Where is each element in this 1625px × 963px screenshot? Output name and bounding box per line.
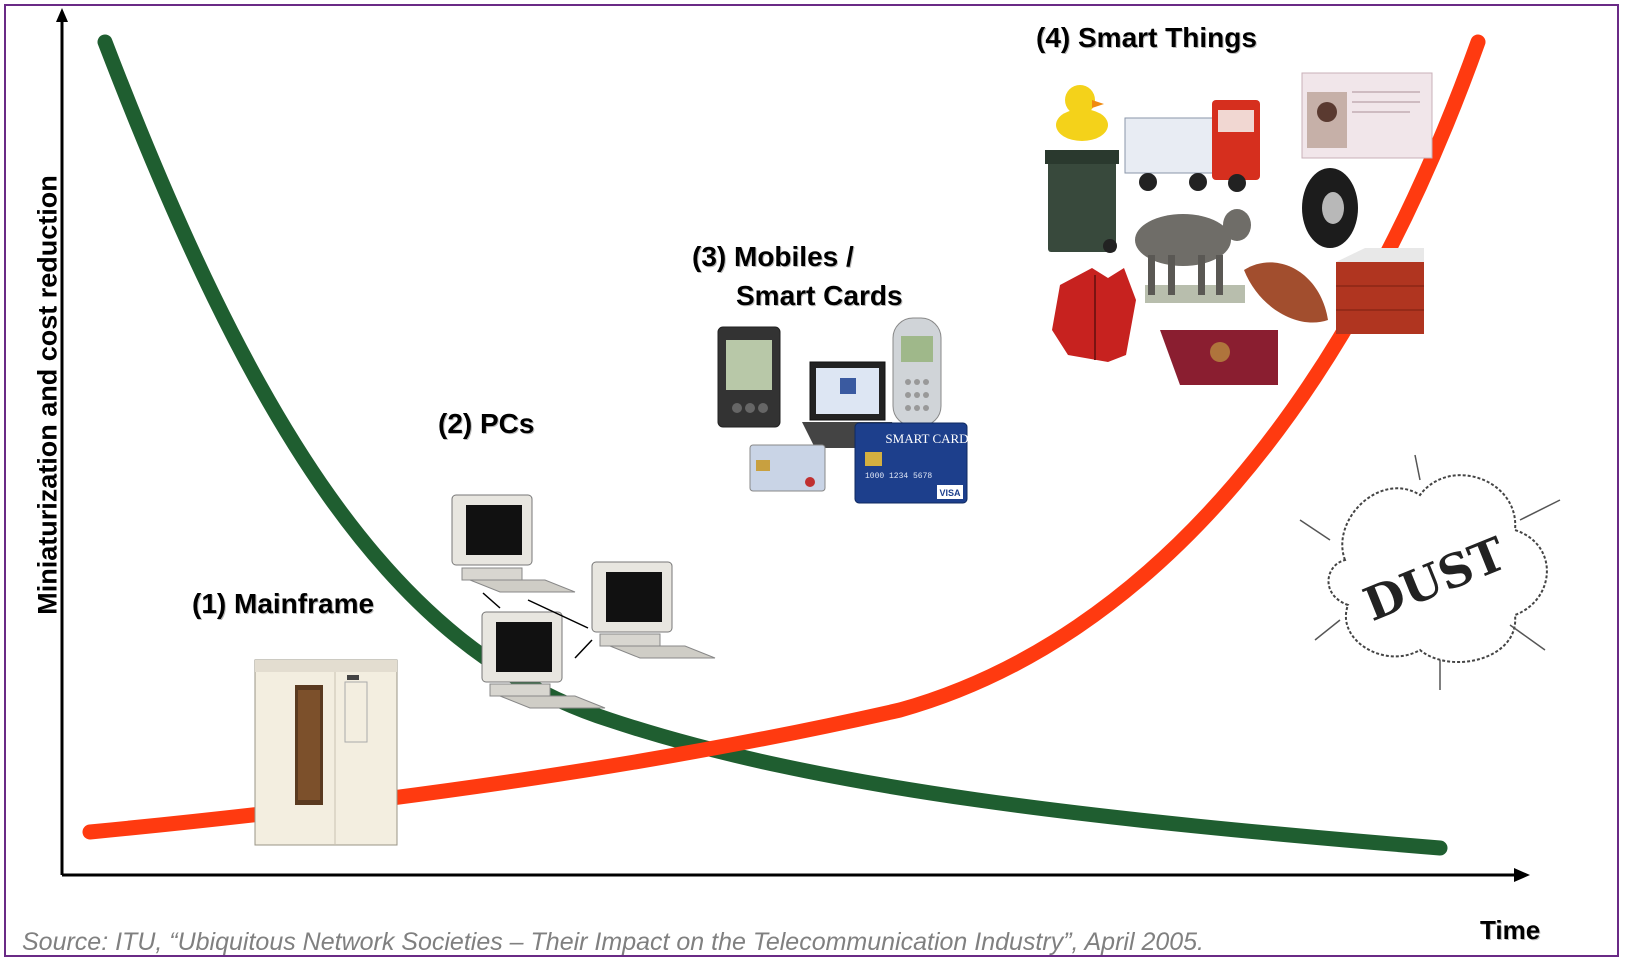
stage-label-mainframe: (1) Mainframe (192, 588, 375, 619)
smart-card-text: SMART CARD (885, 431, 968, 446)
y-axis-label: Miniaturization and cost reduction (32, 175, 63, 615)
stage-label-smart-things: (4) Smart Things (1036, 22, 1257, 53)
card-number-decor: 1000 1234 5678 (865, 472, 932, 481)
dust-image: DUST (1299, 454, 1561, 690)
x-axis-arrow (1514, 868, 1530, 882)
slide-frame (4, 4, 1619, 957)
growth-curve-red (82, 34, 1486, 840)
stage-label-pcs: (2) PCs (438, 408, 535, 439)
smart-things-image (1045, 72, 1433, 385)
stage-label-mobiles-line2: Smart Cards (736, 280, 903, 311)
x-axis-label: Time (1480, 915, 1541, 945)
source-citation: Source: ITU, “Ubiquitous Network Societi… (22, 928, 1205, 956)
cost-curve-green (97, 34, 1448, 856)
pcs-image (451, 494, 716, 709)
mobiles-image: SMART CARD VISA 1000 1234 5678 (717, 317, 969, 504)
stage-label-mobiles-line1: (3) Mobiles / (692, 241, 854, 272)
mainframe-image (254, 659, 398, 846)
y-axis-arrow (56, 8, 68, 22)
visa-text: VISA (939, 488, 961, 498)
